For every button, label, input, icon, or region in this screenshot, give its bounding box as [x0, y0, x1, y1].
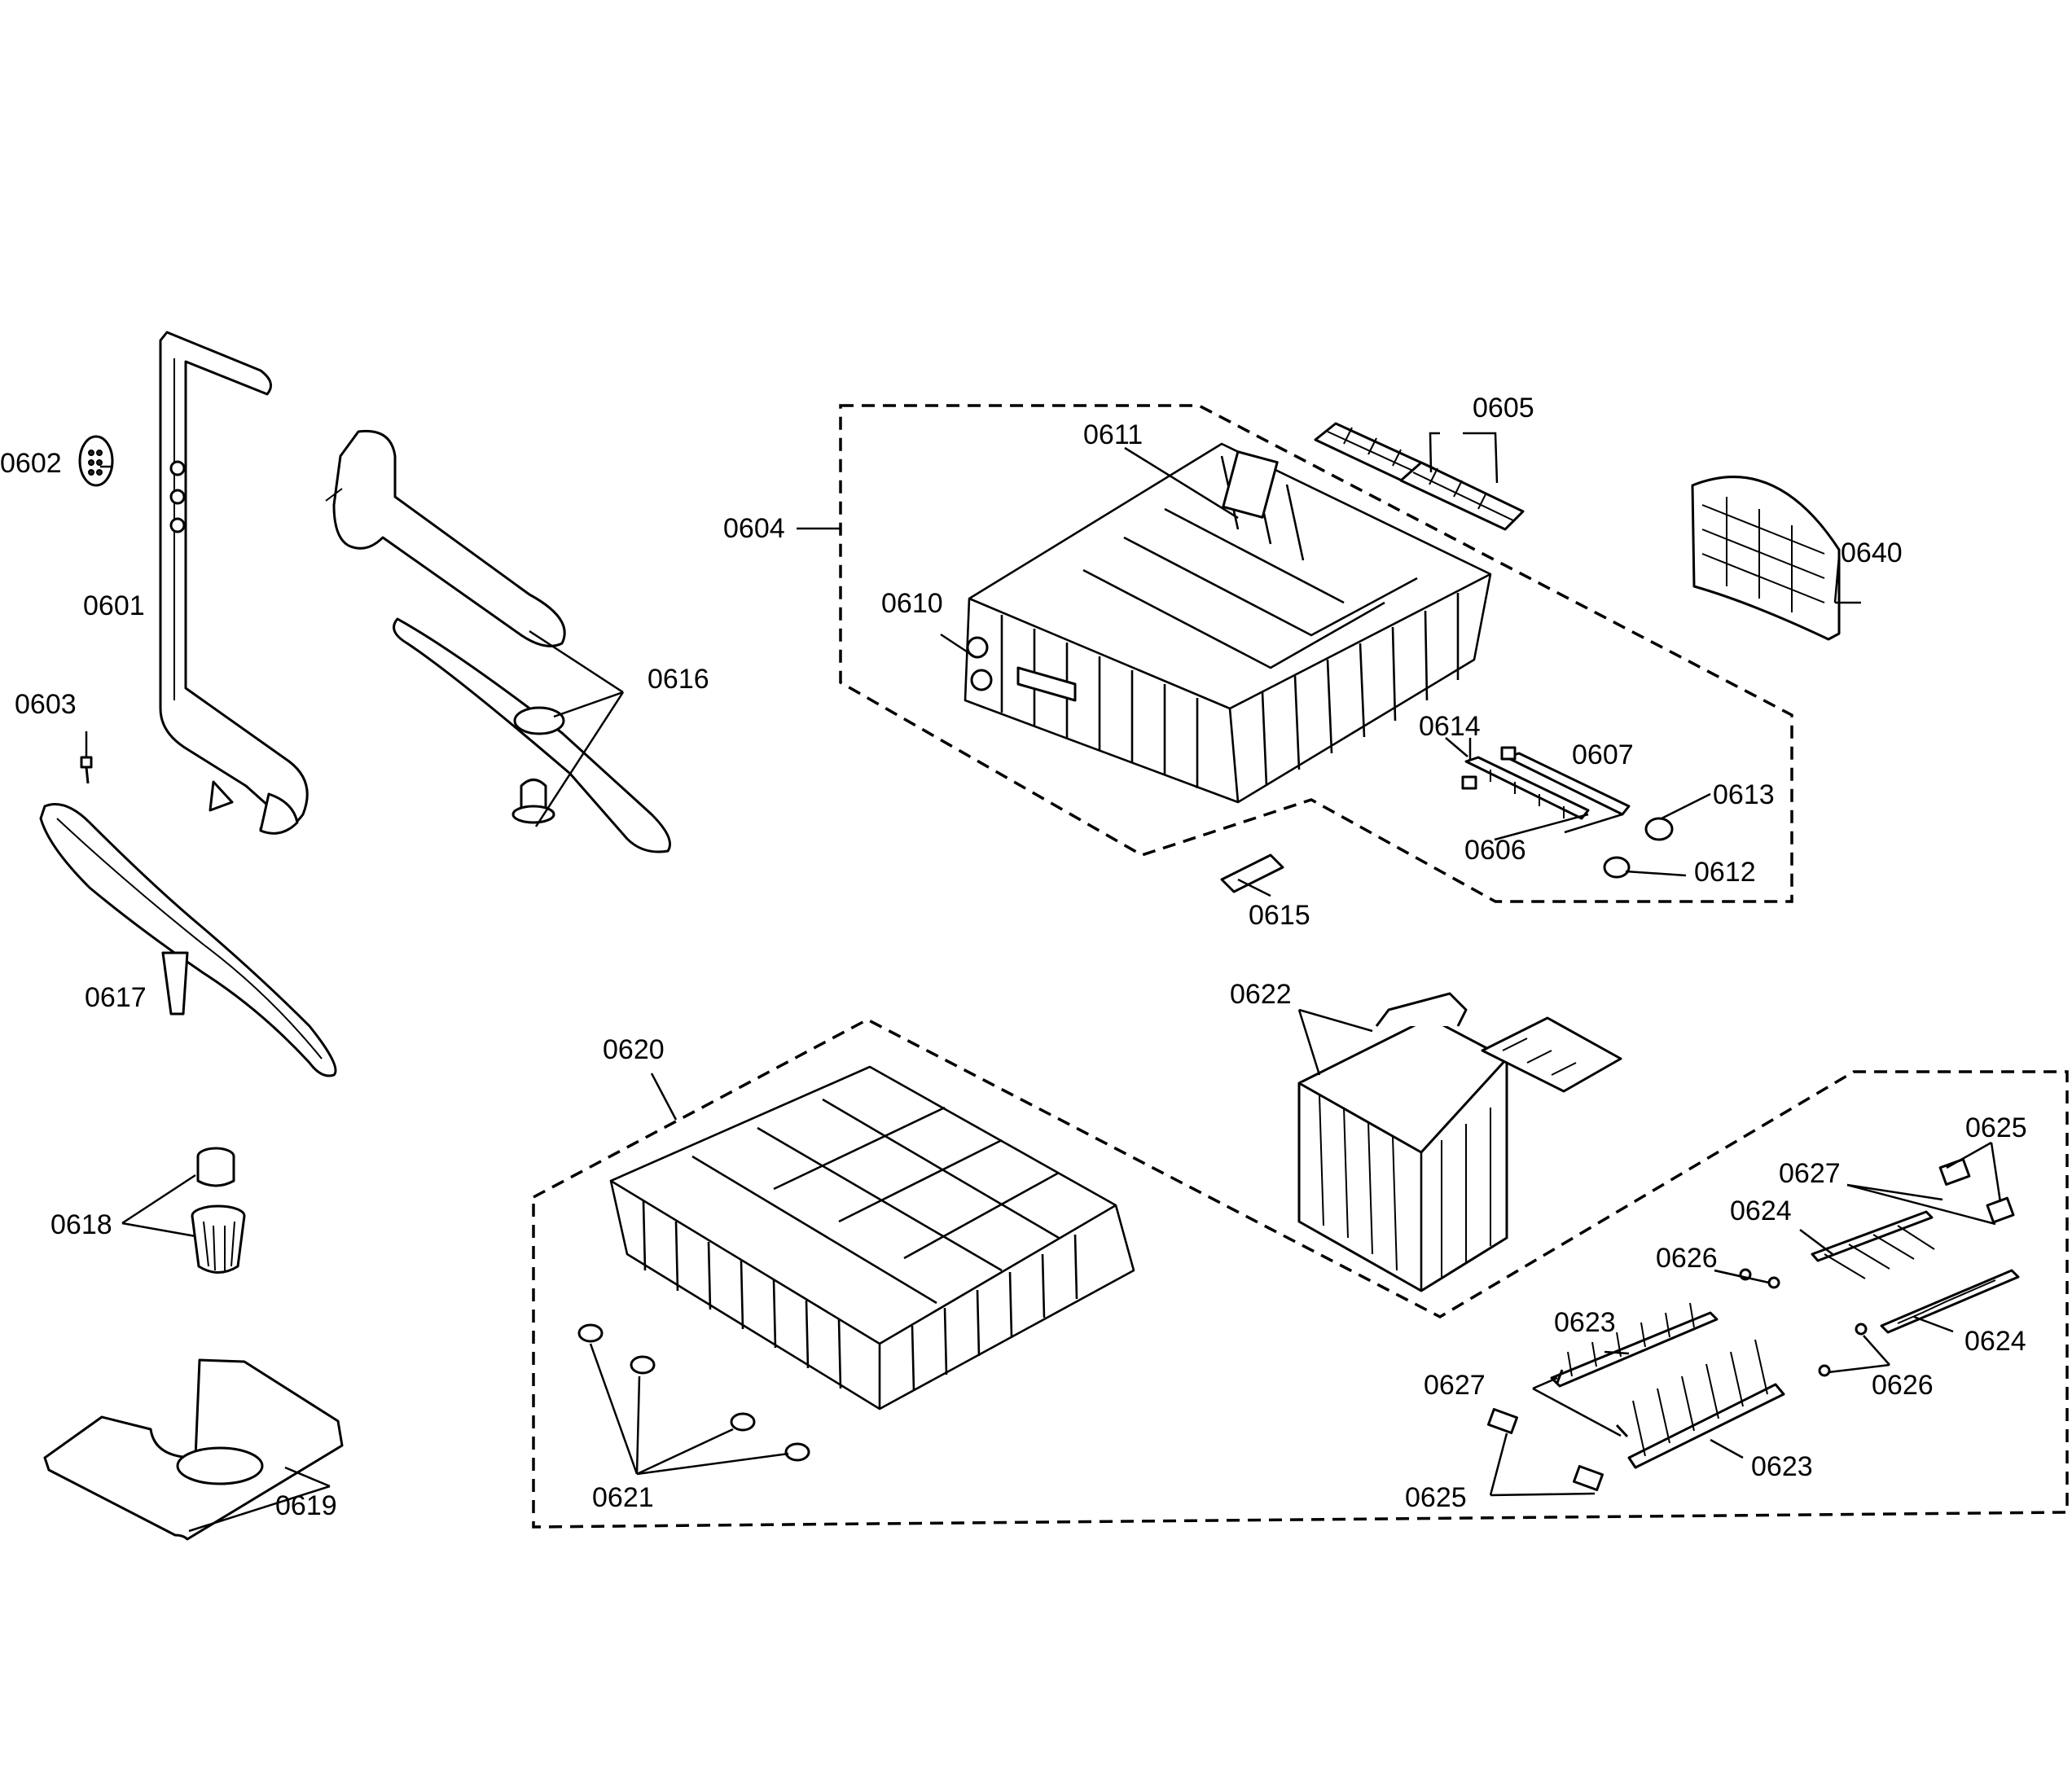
callout-0603: 0603: [15, 689, 77, 720]
callout-0607: 0607: [1572, 739, 1634, 770]
callout-0620: 0620: [603, 1034, 665, 1065]
upper-rack-part: [964, 442, 1492, 804]
cutlery-basket-part: [1297, 992, 1622, 1292]
lower-rack-group-outline: [532, 1018, 2069, 1529]
callout-0623-lower: 0623: [1751, 1451, 1813, 1482]
callout-0624-lower: 0624: [1964, 1326, 2026, 1357]
tine-rail-parts: [1220, 746, 1674, 893]
leader-lines: [85, 432, 2002, 1533]
callout-0622: 0622: [1230, 979, 1292, 1010]
callout-0627-lower: 0627: [1424, 1370, 1486, 1401]
callout-0616: 0616: [648, 664, 709, 695]
callout-0626-lower: 0626: [1872, 1370, 1934, 1401]
upper-rack-group-outline: [839, 404, 1793, 903]
callout-0604: 0604: [723, 513, 785, 544]
callout-0601: 0601: [83, 590, 145, 621]
callout-0640: 0640: [1841, 537, 1903, 568]
callout-0625-lower: 0625: [1405, 1482, 1467, 1513]
callout-0613: 0613: [1713, 779, 1775, 810]
lower-spray-arm-part: [39, 803, 337, 1077]
screw-part: [80, 756, 93, 784]
callout-0617: 0617: [85, 982, 147, 1013]
filter-plate-part: [43, 1358, 344, 1541]
callout-0612: 0612: [1694, 857, 1756, 888]
callout-0605: 0605: [1473, 393, 1534, 423]
callout-0626-upper: 0626: [1656, 1243, 1718, 1274]
callout-0610: 0610: [881, 588, 943, 619]
callout-0627-upper: 0627: [1779, 1158, 1841, 1189]
callout-0625-upper: 0625: [1965, 1112, 2027, 1143]
callout-0618: 0618: [50, 1209, 112, 1240]
callout-labels: 0601 0602 0603 0604 0605 0606 0607 0610 …: [0, 393, 2027, 1521]
callout-0624-upper: 0624: [1730, 1196, 1792, 1226]
callout-0606: 0606: [1464, 835, 1526, 866]
small-basket-part: [1691, 476, 1841, 641]
filter-part: [191, 1147, 246, 1274]
cap-part: [78, 435, 114, 487]
callout-0602: 0602: [0, 448, 62, 479]
callout-0621: 0621: [592, 1482, 654, 1513]
tine-row-part: [1314, 422, 1525, 531]
callout-0623-upper: 0623: [1554, 1307, 1616, 1338]
callout-0611: 0611: [1083, 419, 1143, 450]
callout-0615: 0615: [1249, 900, 1310, 931]
callout-0619: 0619: [275, 1490, 337, 1521]
upper-spray-arm-part: [325, 429, 671, 853]
lower-rack-part: [577, 1065, 1135, 1462]
callout-0614: 0614: [1419, 711, 1481, 742]
spray-supply-pipe-part: [159, 331, 309, 835]
